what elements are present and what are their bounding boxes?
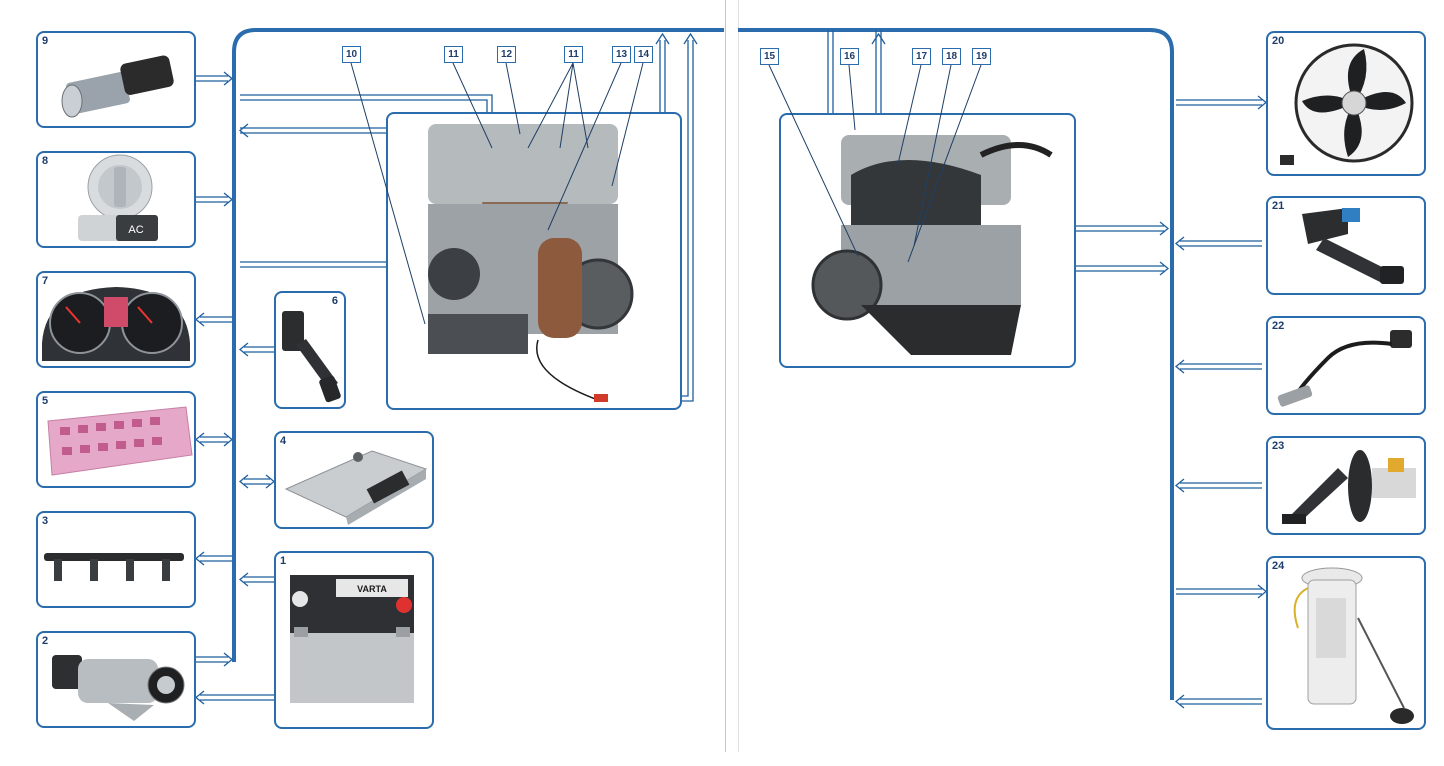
callout-5: 5 — [42, 395, 49, 407]
component-21-clutch-pedal-sensor: 21 — [1266, 196, 1426, 295]
climate-switch-image: AC — [78, 154, 158, 241]
callout-12: 12 — [497, 46, 516, 63]
ecu-image — [284, 450, 428, 525]
clutch-pedal-image — [1302, 208, 1404, 284]
callout-22: 22 — [1272, 320, 1285, 332]
callout-8: 8 — [42, 155, 49, 167]
component-24-fuel-pump-module: 24 — [1266, 556, 1426, 730]
callout-2: 2 — [42, 635, 49, 647]
battery-image: VARTA — [290, 575, 414, 703]
component-5-fuse-relay-box: 5 — [36, 391, 196, 488]
callout-6: 6 — [331, 295, 338, 307]
callout-11: 11 — [444, 46, 463, 63]
component-3-fuel-rail: 3 — [36, 511, 196, 608]
engine-right-image — [811, 135, 1053, 355]
ac-label: AC — [128, 224, 143, 236]
callout-13: 13 — [612, 46, 631, 63]
component-22-oxygen-sensor: 22 — [1266, 316, 1426, 415]
callout-1: 1 — [280, 555, 287, 567]
callout-19: 19 — [972, 48, 991, 65]
throttle-body-image — [52, 655, 185, 721]
radiator-fan-image — [1280, 43, 1414, 165]
instrument-cluster-image — [42, 287, 190, 361]
engine-photo-left — [386, 112, 682, 410]
callout-4: 4 — [280, 435, 287, 447]
component-7-instrument-cluster: 7 — [36, 271, 196, 368]
brake-booster-image — [1282, 450, 1416, 524]
engine-left-image — [428, 124, 634, 402]
component-23-brake-pedal-booster: 23 — [1266, 436, 1426, 535]
component-8-climate-switch: 8 AC — [36, 151, 196, 248]
battery-brand: VARTA — [357, 584, 387, 594]
callout-15: 15 — [760, 48, 779, 65]
oxygen-sensor-image — [1277, 330, 1412, 407]
pressure-sensor-image — [61, 55, 174, 118]
callout-9: 9 — [42, 35, 49, 47]
fuse-box-image — [47, 406, 193, 476]
callout-10: 10 — [342, 46, 361, 63]
callout-20: 20 — [1272, 35, 1285, 47]
callout-3: 3 — [42, 515, 49, 527]
callout-18: 18 — [942, 48, 961, 65]
fuel-rail-image — [44, 553, 184, 581]
callout-24: 24 — [1272, 560, 1285, 572]
callout-21: 21 — [1272, 200, 1285, 212]
page-divider — [738, 0, 739, 752]
callout-11: 11 — [564, 46, 583, 63]
component-9-pressure-sensor: 9 — [36, 31, 196, 128]
callout-16: 16 — [840, 48, 859, 65]
page-divider — [725, 0, 726, 752]
callout-14: 14 — [634, 46, 653, 63]
component-4-engine-ecu: 4 — [274, 431, 434, 529]
component-2-throttle-body: 2 — [36, 631, 196, 728]
callout-7: 7 — [42, 275, 49, 287]
component-20-radiator-fan: 20 — [1266, 31, 1426, 176]
callout-17: 17 — [912, 48, 931, 65]
fuel-pump-image — [1293, 567, 1414, 724]
component-6-accelerator-pedal: 6 — [274, 291, 346, 409]
accelerator-pedal-image — [282, 311, 341, 403]
engine-photo-right — [779, 113, 1076, 368]
callout-23: 23 — [1272, 440, 1285, 452]
component-1-battery: 1 VARTA — [274, 551, 434, 729]
